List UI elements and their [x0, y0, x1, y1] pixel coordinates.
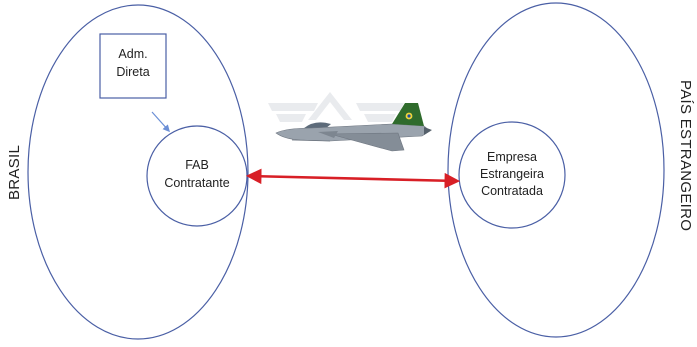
fab-line1: FAB: [185, 158, 209, 172]
empresa-line3: Contratada: [481, 184, 543, 198]
adm-direta-line1: Adm.: [118, 47, 147, 61]
empresa-line2: Estrangeira: [480, 167, 544, 181]
aircraft-icon: [275, 103, 432, 152]
pointer-arrow: [151, 111, 170, 133]
relation-arrow: [245, 168, 461, 189]
adm-direta-line2: Direta: [116, 65, 149, 79]
fab-line2: Contratante: [164, 176, 229, 190]
brasil-label: BRASIL: [6, 145, 23, 200]
watermark-logo-icon: [268, 92, 404, 122]
adm-direta-box: [99, 33, 167, 99]
empresa-line1: Empresa: [487, 150, 537, 164]
pais-estrangeiro-label: PAÍS ESTRANGEIRO: [677, 80, 694, 231]
